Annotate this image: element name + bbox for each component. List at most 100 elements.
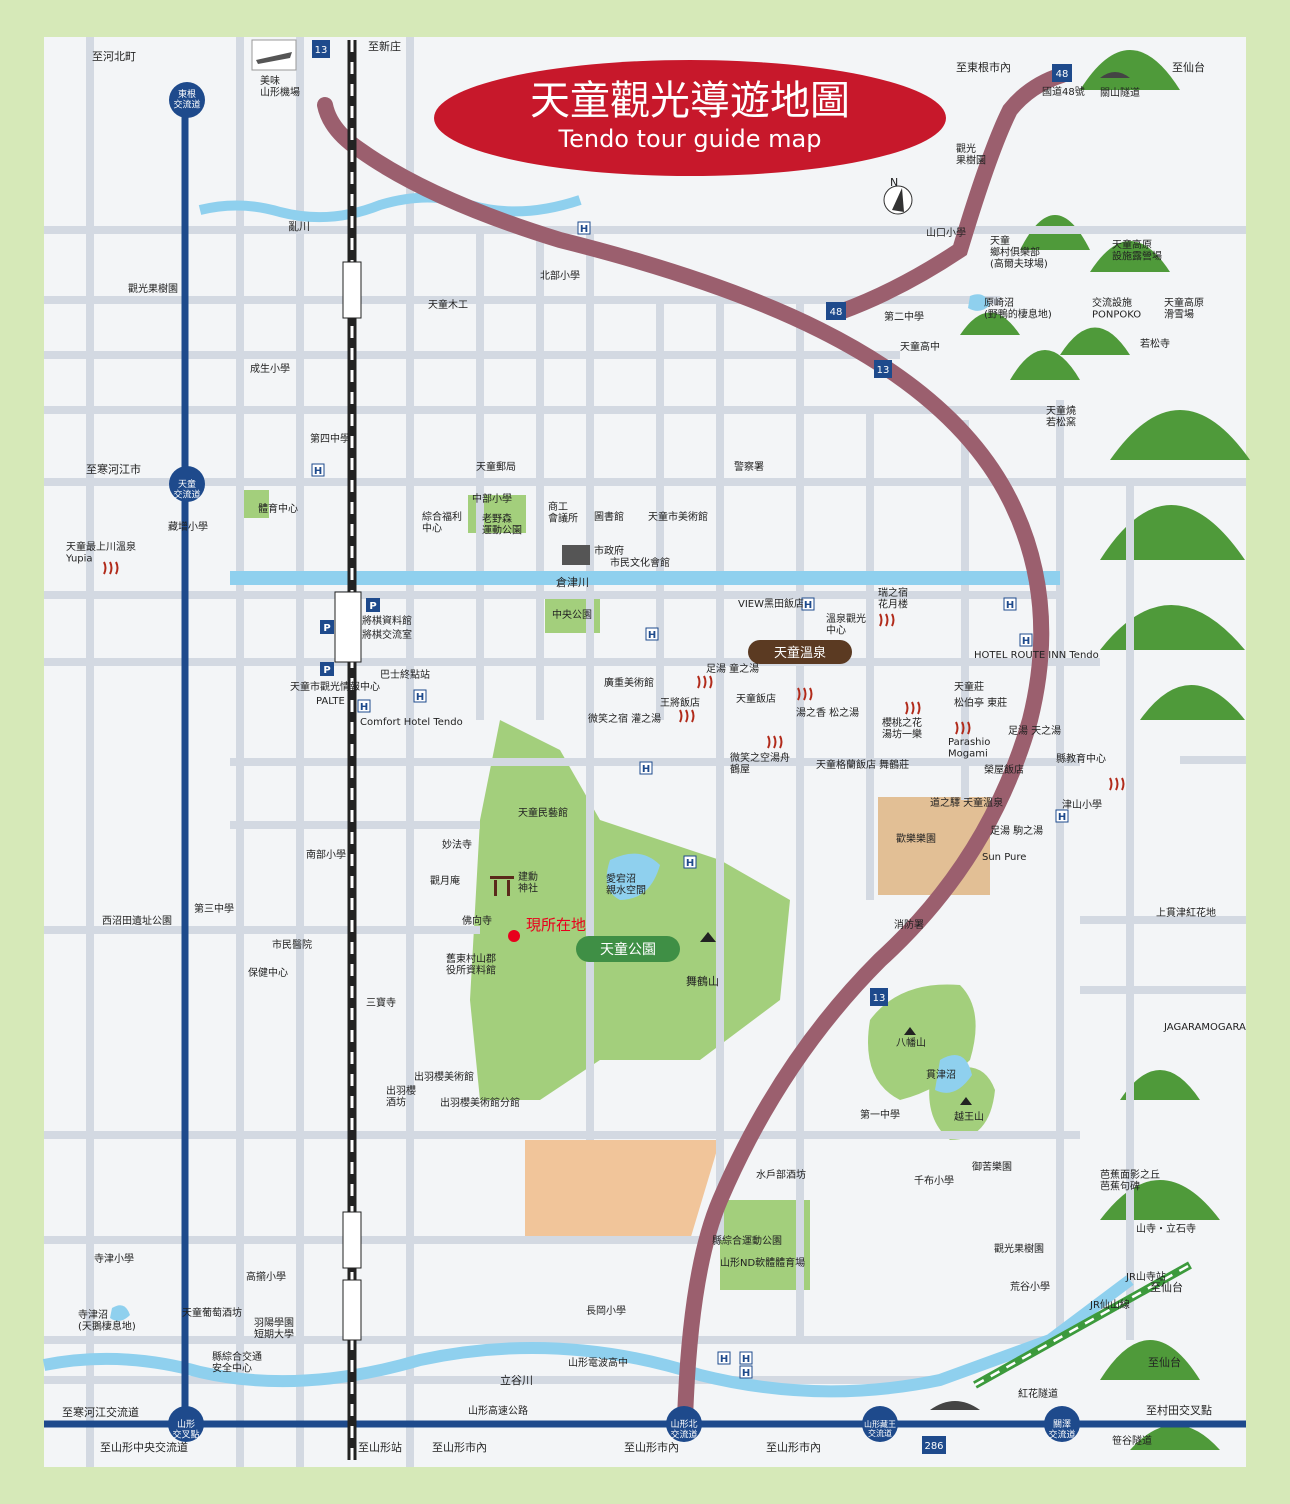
svg-text:H: H: [742, 1354, 750, 1365]
label-seisei-elem: 成生小學: [250, 362, 290, 375]
field-area: [525, 1140, 640, 1240]
label-tendo-hs: 天童高中: [900, 340, 940, 353]
svg-text:H: H: [416, 692, 424, 703]
label-culture-hall: 市民文化會館: [610, 556, 670, 569]
label-kagetsu: 瑞之宿花月楼: [878, 586, 908, 611]
label-sanhoji: 三寶寺: [366, 996, 396, 1009]
label-daisan-jhs: 第三中學: [194, 902, 234, 915]
dir-yamagata-city-2: 至山形市內: [624, 1440, 679, 1454]
label-hospital: 市民醫院: [272, 938, 312, 951]
label-ashiyu-koma: 足湯 駒之湯: [990, 824, 1043, 837]
dir-yamagata-station: 至山形站: [358, 1440, 402, 1454]
label-nanbu-elem: 南部小學: [306, 848, 346, 861]
label-education-center: 縣教育中心: [1056, 752, 1106, 765]
river-midare: 亂川: [288, 220, 310, 233]
dir-sendai-3: 至仙台: [1148, 1355, 1181, 1369]
city-hall-icon: [562, 545, 590, 565]
station-tendo-minami: [342, 1211, 362, 1269]
label-harasaki: 原崎沼(野鴨的棲息地): [984, 296, 1052, 321]
label-nd-soft: 山形ND軟體體育場: [720, 1256, 805, 1269]
label-comfort-hotel: Comfort Hotel Tendo: [360, 717, 463, 728]
label-matsubatei: 松伯亭 東莊: [954, 696, 1007, 709]
label-bus-terminal: 巴士終點站: [380, 668, 430, 681]
label-city-hall: 市政府: [594, 544, 624, 557]
sports-park-area: [720, 1200, 810, 1290]
ic-higashine-label: 東根交流道: [173, 88, 200, 110]
label-post-office: 天童郵局: [476, 460, 516, 473]
rivers: [42, 192, 1134, 1398]
map-subtitle: Tendo tour guide map: [558, 125, 822, 153]
svg-text:P: P: [323, 623, 330, 634]
ic-tendo: [169, 466, 205, 502]
onsen-icons: [103, 561, 1125, 791]
label-gym: 體育中心: [258, 502, 298, 515]
label-tenroso: 天童莊: [954, 680, 984, 693]
label-nadenoyu: 微笑之宿 灌之湯: [588, 712, 661, 725]
label-art-museum: 天童市美術館: [648, 510, 708, 523]
torii-icon: [490, 876, 514, 896]
label-arakaya-elem: 荒谷小學: [1010, 1280, 1050, 1293]
road-grid: [44, 37, 1246, 1467]
station-takatama: [342, 1279, 362, 1341]
route-286-badge: 286: [922, 1436, 946, 1454]
hills: [960, 50, 1250, 1450]
mountain-icon: [960, 1097, 972, 1105]
hotel-icon: H: [1003, 597, 1017, 611]
label-nishinuma: 西沼田遺址公園: [102, 914, 172, 927]
svg-text:P: P: [323, 665, 330, 676]
label-tendo-hotel: 天童飯店: [736, 692, 776, 705]
label-kogen-camp: 天童高原設施露營場: [1112, 238, 1162, 263]
hotel-icon: H: [357, 699, 371, 713]
label-tendo-golf: 天童鄉村俱樂部(高爾夫球場): [990, 234, 1048, 270]
map-title: 天童觀光導遊地圖: [530, 78, 850, 124]
ic-sekizawa: [1044, 1406, 1080, 1442]
tunnel-icon: [1100, 72, 1130, 78]
label-sports-park: 縣綜合運動公園: [712, 1234, 782, 1247]
svg-text:13: 13: [873, 993, 886, 1004]
label-fire-station: 消防署: [894, 918, 924, 931]
ic-sekizawa-label: 關澤交流道: [1048, 1419, 1075, 1440]
route-48-badge: 48: [826, 302, 846, 320]
svg-text:H: H: [314, 466, 322, 477]
tendo-park-label: 天童公園: [600, 941, 656, 958]
hotel-icon: H: [1019, 633, 1033, 647]
label-kogen-ski: 天童高原滑雪場: [1164, 296, 1204, 321]
label-hagoromo: 羽陽學園短期大學: [254, 1316, 294, 1341]
tendo-park-area: [470, 720, 790, 1100]
label-daiyon-jhs: 第四中學: [310, 432, 350, 445]
tendo-onsen-label: 天童溫泉: [774, 645, 826, 661]
midare-river: [198, 192, 582, 223]
svg-text:H: H: [580, 224, 588, 235]
svg-text:13: 13: [315, 45, 328, 56]
svg-text:H: H: [642, 764, 650, 775]
hotel-icon: H: [645, 627, 659, 641]
label-senpu-elem: 千布小學: [914, 1174, 954, 1187]
label-aikonuma: 愛宕沼親水空間: [606, 872, 646, 897]
dir-yamagata-city-3: 至山形市內: [766, 1440, 821, 1454]
river-kuratsu: 倉津川: [556, 575, 589, 589]
label-chubu-elem: 中部小學: [472, 492, 512, 505]
dir-murata: 至村田交叉點: [1146, 1403, 1212, 1417]
svg-text:286: 286: [924, 1441, 943, 1452]
hotel-icon: H: [683, 855, 697, 869]
label-tourist-info: 天童市觀光情報中心: [290, 680, 380, 693]
label-koshio: 越王山: [954, 1110, 984, 1123]
label-kaminukitsu: 上貫津紅花地: [1156, 906, 1216, 919]
label-airport: 美味山形機場: [260, 74, 300, 99]
label-kanuma: 貫津沼: [926, 1068, 956, 1081]
label-zouhoku-elem: 藏增小學: [168, 520, 208, 533]
label-michinoeki: 道之驛 天童溫泉: [930, 796, 1003, 809]
label-tsuyama-elem: 津山小學: [1062, 798, 1102, 811]
aikonuma-pond: [606, 853, 660, 900]
route-13-badge: 13: [870, 988, 888, 1006]
label-route-inn: HOTEL ROUTE INN Tendo: [974, 650, 1099, 661]
hotel-icon: H: [639, 761, 653, 775]
tendo-park-pill: 天童公園: [576, 936, 680, 962]
mountain-icon: [700, 932, 716, 942]
svg-text:48: 48: [830, 307, 843, 318]
national-routes: [317, 67, 1070, 1428]
hotel-icon: H: [311, 463, 325, 477]
label-yamaguchi-elem: 山口小學: [926, 226, 966, 239]
label-wakamatsu: 若松寺: [1140, 337, 1170, 350]
